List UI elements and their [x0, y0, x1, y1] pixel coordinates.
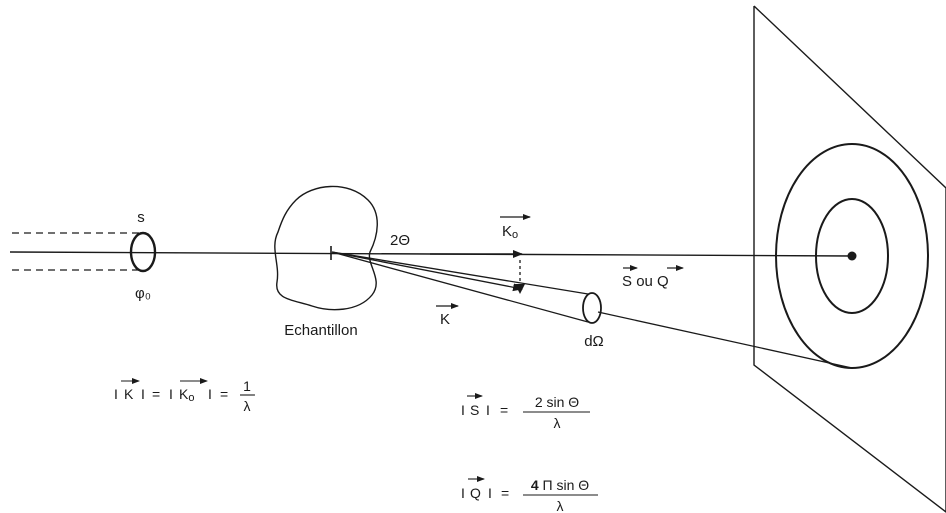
eq-s-bar-left: I — [461, 402, 465, 418]
eq-s-denominator: λ — [554, 415, 561, 431]
detector-outer-ring — [775, 143, 929, 369]
eq-k0-bar-left: I — [169, 386, 173, 402]
scatter-ray-lower — [331, 251, 589, 323]
source-label: s — [137, 209, 145, 226]
eq-k0-letter: Ko — [179, 386, 194, 404]
eq-s-numerator: 2 sin Θ — [535, 394, 579, 410]
eq-k-letter: K — [124, 386, 134, 402]
eq-s-bar-right: I — [486, 402, 490, 418]
equation-s-magnitude: I S I = 2 sin Θ λ — [461, 393, 590, 431]
detector-ray — [597, 311, 853, 369]
detector-inner-ring — [815, 198, 889, 314]
eq-k-equals-2: = — [220, 386, 228, 402]
eq-q-letter: Q — [470, 485, 481, 501]
eq-q-bar-right: I — [488, 485, 492, 501]
scattering-vector-head — [515, 284, 525, 294]
detector-center-dot — [847, 251, 857, 261]
eq-k-denominator: λ — [244, 398, 251, 414]
scatter-vector-label: S ou Q — [622, 273, 669, 290]
scatter-ray-middle — [331, 251, 523, 292]
eq-q-bar-left: I — [461, 485, 465, 501]
eq-s-letter: S — [470, 402, 479, 418]
sample-blob — [274, 185, 378, 311]
eq-q-numerator: 4 Π sin Θ — [531, 477, 589, 493]
scatter-ray-upper — [331, 251, 589, 295]
eq-s-equals: = — [500, 402, 508, 418]
equation-k-magnitude: I K I = I Ko I = 1 λ — [114, 378, 255, 414]
sample-label: Echantillon — [284, 322, 357, 339]
phi-label: φ₀ — [135, 285, 151, 302]
k-label: K — [440, 311, 450, 328]
eq-k0-bar-right: I — [208, 386, 212, 402]
eq-k-bar-right: I — [141, 386, 145, 402]
detector-plane — [753, 5, 946, 513]
k0-label: Ko — [502, 223, 518, 241]
solid-angle-label: dΩ — [584, 333, 604, 350]
solid-angle-ellipse — [582, 292, 602, 324]
eq-k-equals-1: = — [152, 386, 160, 402]
eq-q-denominator: λ — [557, 498, 564, 513]
eq-q-equals: = — [501, 485, 509, 501]
angle-label: 2Θ — [390, 232, 410, 249]
source-aperture — [129, 231, 157, 273]
eq-k-numerator: 1 — [243, 378, 251, 394]
eq-k-bar-left: I — [114, 386, 118, 402]
equation-q-magnitude: I Q I = 4 Π sin Θ λ — [461, 476, 598, 513]
